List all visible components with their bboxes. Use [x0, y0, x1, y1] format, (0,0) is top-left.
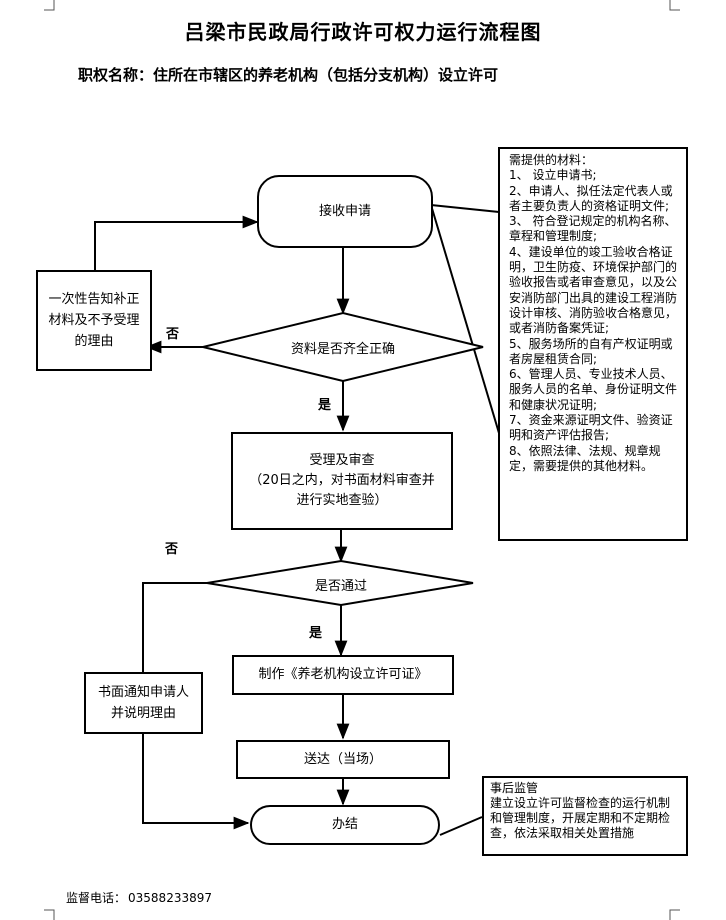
- page-title: 吕梁市民政局行政许可权力运行流程图: [184, 20, 542, 44]
- materials-item: 2、申请人、拟任法定代表人或者主要负责人的资格证明文件;: [509, 183, 673, 213]
- supervision-box: 事后监管 建立设立许可监督检查的运行机制和管理制度，开展定期和不定期检查，依法采…: [482, 776, 688, 856]
- label-no-1: 否: [166, 327, 180, 342]
- pass-decision-label: 是否通过: [314, 578, 367, 594]
- phone-number: 03588233897: [128, 891, 212, 905]
- materials-item: 1、 设立申请书;: [509, 168, 597, 183]
- label-yes-2: 是: [309, 626, 323, 641]
- pass-decision-diamond: [206, 559, 474, 607]
- check-complete-label: 资料是否齐全正确: [290, 341, 395, 357]
- materials-item: 3、 符合登记规定的机构名称、章程和管理制度;: [509, 214, 677, 244]
- notify-supplement-node: 一次性告知补正材料及不予受理的理由: [36, 270, 152, 371]
- crop-marks: [44, 0, 680, 920]
- authority-name: 职权名称：住所在市辖区的养老机构（包括分支机构）设立许可: [78, 66, 499, 84]
- supervision-phone: 监督电话：03588233897: [64, 889, 212, 906]
- written-notice-node: 书面通知申请人并说明理由: [84, 672, 203, 734]
- phone-label: 监督电话：: [66, 891, 127, 905]
- supervision-title: 事后监管: [490, 781, 539, 795]
- receive-application-node: 接收申请: [257, 175, 433, 248]
- materials-item: 5、服务场所的自有产权证明或者房屋租赁合同;: [509, 336, 673, 366]
- label-no-2: 否: [165, 542, 179, 557]
- review-detail: （20日之内，对书面材料审查并进行实地查验）: [249, 473, 435, 508]
- materials-callout: [430, 204, 500, 213]
- supervision-text: 建立设立许可监督检查的运行机制和管理制度，开展定期和不定期检查，依法采取相关处置…: [490, 796, 671, 840]
- materials-heading: 需提供的材料：: [509, 153, 594, 167]
- review-node: 受理及审查 （20日之内，对书面材料审查并进行实地查验）: [231, 432, 453, 530]
- materials-item: 8、依照法律、法规、规章规定，需要提供的其他材料。: [509, 443, 661, 473]
- review-title: 受理及审查: [309, 453, 375, 468]
- arrow-notify-loop: [94, 215, 259, 270]
- materials-item: 4、建设单位的竣工验收合格证明，卫生防疫、环境保护部门的验收报告或者审查意见，以…: [509, 244, 678, 336]
- required-materials-box: 需提供的材料： 1、 设立申请书; 2、申请人、拟任法定代表人或者主要负责人的资…: [498, 147, 688, 541]
- label-yes-1: 是: [318, 398, 332, 413]
- materials-item: 7、资金来源证明文件、验资证明和资产评估报告;: [509, 413, 673, 443]
- conclude-node: 办结: [250, 805, 440, 845]
- check-complete-diamond: [202, 311, 484, 383]
- materials-item: 6、管理人员、专业技术人员、服务人员的名单、身份证明文件和健康状况证明;: [509, 367, 678, 412]
- deliver-node: 送达（当场）: [236, 740, 450, 779]
- make-license-node: 制作《养老机构设立许可证》: [232, 655, 454, 695]
- supervision-callout: [439, 816, 483, 836]
